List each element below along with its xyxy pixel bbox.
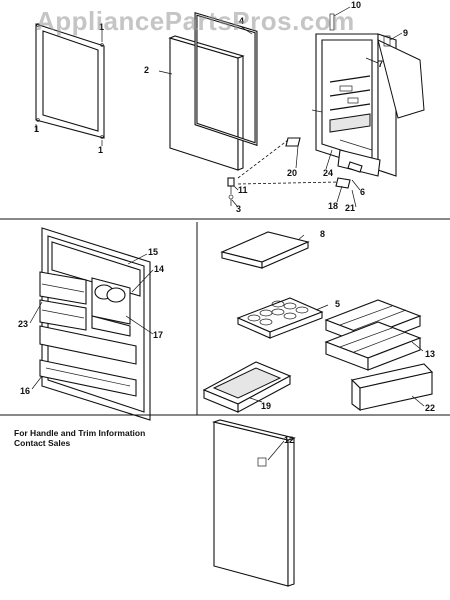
dairy-bin [202, 361, 292, 413]
door-panel [168, 35, 245, 171]
callout-23: 23 [18, 319, 28, 329]
callout-22: 22 [425, 403, 435, 413]
callout-6: 6 [360, 187, 365, 197]
handle-trim-note: For Handle and Trim Information Contact … [14, 428, 145, 448]
outer-door-panel [212, 419, 296, 587]
callout-5: 5 [335, 299, 340, 309]
callout-19: 19 [261, 401, 271, 411]
note-line-2: Contact Sales [14, 438, 71, 448]
hinge-pin-and-screw [227, 177, 235, 206]
callout-3: 3 [236, 204, 241, 214]
leader-lines [29, 6, 425, 461]
callout-labels: 1 1 1 2 3 4 5 6 7 8 9 10 11 12 13 14 15 … [18, 0, 435, 445]
callout-7: 7 [378, 59, 383, 69]
callout-12: 12 [284, 435, 294, 445]
callout-11: 11 [238, 185, 248, 195]
callout-4: 4 [239, 16, 244, 26]
callout-13: 13 [425, 349, 435, 359]
callout-17: 17 [153, 330, 163, 340]
callout-10: 10 [351, 0, 361, 10]
callout-18: 18 [328, 201, 338, 211]
door-liner-assembly [39, 227, 151, 421]
callout-1-bottom: 1 [98, 145, 103, 155]
callout-8: 8 [320, 229, 325, 239]
ice-trays [324, 299, 422, 371]
callout-14: 14 [154, 264, 164, 274]
watermark-text: AppliancePartsPros.com [36, 6, 355, 36]
callout-9: 9 [403, 28, 408, 38]
ice-bin [350, 363, 434, 412]
note-line-1: For Handle and Trim Information [14, 428, 146, 438]
door-gasket [194, 11, 258, 147]
callout-1: 1 [34, 124, 39, 134]
cabinet-frame [237, 13, 425, 189]
callout-15: 15 [148, 247, 158, 257]
door-trim-frame [35, 23, 105, 146]
callout-1-top: 1 [99, 22, 104, 32]
egg-tray [236, 297, 324, 339]
callout-21: 21 [345, 203, 355, 213]
callout-20: 20 [287, 168, 297, 178]
glass-shelf [220, 231, 310, 269]
callout-16: 16 [20, 386, 30, 396]
callout-2: 2 [144, 65, 149, 75]
callout-24: 24 [323, 168, 333, 178]
